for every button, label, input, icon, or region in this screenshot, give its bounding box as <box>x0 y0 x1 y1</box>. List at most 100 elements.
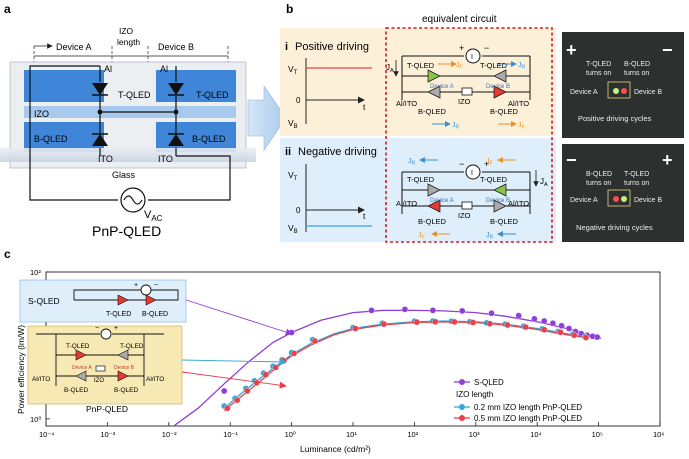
svg-text:B-QLED: B-QLED <box>114 387 139 394</box>
series-point-2 <box>571 332 578 339</box>
legend-sqled: S-QLED <box>474 378 504 387</box>
series-point-0 <box>558 322 565 329</box>
inset-bqled-b-icon <box>117 370 129 382</box>
series-point-0 <box>488 310 495 317</box>
zero-label-neg: 0 <box>296 206 301 215</box>
x-tick-label: 10⁵ <box>592 430 603 439</box>
series-point-2 <box>253 379 260 386</box>
x-tick-label: 10² <box>407 430 418 439</box>
bqled-left-label: B-QLED <box>34 134 68 144</box>
svg-text:Device B: Device B <box>486 84 510 90</box>
bqled-layer-a <box>24 122 104 152</box>
svg-text:−: − <box>95 325 99 332</box>
vt-label: VT <box>288 64 298 76</box>
series-point-0 <box>594 333 601 341</box>
series-point-2 <box>290 350 298 357</box>
legend-marker-sqled <box>459 379 465 385</box>
izo-layer-label: IZO <box>34 109 49 119</box>
series-point-0 <box>368 307 375 314</box>
series-point-2 <box>504 321 511 329</box>
svg-text:Positive driving cycles: Positive driving cycles <box>578 114 652 123</box>
svg-text:JR: JR <box>486 232 494 241</box>
series-point-0 <box>429 307 437 314</box>
bqled-b-off-icon <box>493 199 507 213</box>
svg-text:T-QLED: T-QLED <box>66 343 90 350</box>
svg-text:B-QLED: B-QLED <box>418 107 447 116</box>
photo-negative: − + B-QLED turns on T-QLED turns on Devi… <box>562 144 684 242</box>
inset-pnp-source-icon <box>100 328 112 340</box>
y-axis-label: Power efficiency (lm/W) <box>16 325 26 414</box>
positive-waveform: VT 0 t VB <box>288 58 372 130</box>
device-a-label: Device A <box>56 42 92 52</box>
series-line-0 <box>173 309 602 427</box>
svg-text:Al/ITO: Al/ITO <box>396 99 417 108</box>
svg-text:+: + <box>459 43 464 53</box>
t-label: t <box>363 102 366 112</box>
positive-driving-box <box>280 28 556 136</box>
ito-left: ITO <box>98 154 113 164</box>
series-point-2 <box>432 318 439 325</box>
svg-text:Device B: Device B <box>486 198 510 204</box>
svg-text:I: I <box>471 54 473 61</box>
svg-text:Device B: Device B <box>114 365 135 371</box>
series-point-0 <box>541 317 548 325</box>
y-tick-label: 10⁰ <box>30 415 41 424</box>
vb-label-neg: VB <box>288 223 298 235</box>
izo-resistor-icon-neg <box>461 201 473 210</box>
glass-layer <box>0 148 256 162</box>
panel-a-wiring <box>29 65 231 201</box>
legend-marker-02 <box>459 404 465 410</box>
inset-tqled-a-icon <box>75 349 87 361</box>
svg-text:JR: JR <box>408 158 416 167</box>
svg-text:B-QLED: B-QLED <box>64 387 89 394</box>
al-right: Al <box>160 64 168 74</box>
svg-text:B-QLED: B-QLED <box>418 217 447 226</box>
svg-text:T-QLED: T-QLED <box>480 175 508 184</box>
svg-text:B-QLED: B-QLED <box>586 171 612 178</box>
svg-text:Device A: Device A <box>430 84 454 90</box>
legend-title: IZO length <box>456 390 493 399</box>
svg-text:+: + <box>134 282 138 289</box>
series-point-2 <box>557 329 564 336</box>
panel-b-letter: b <box>286 2 293 16</box>
svg-text:T-QLED: T-QLED <box>586 61 611 68</box>
photo-positive: + − T-QLED turns on B-QLED turns on Devi… <box>562 32 684 138</box>
series-point-2 <box>451 318 458 326</box>
tqled-b-on-icon <box>493 183 507 197</box>
x-tick-label: 10⁰ <box>285 430 296 439</box>
svg-text:+: + <box>662 150 673 170</box>
chart-series <box>173 306 602 427</box>
izo-resistor-icon <box>461 87 473 96</box>
series-point-2 <box>224 405 231 412</box>
x-tick-label: 10⁻³ <box>100 430 115 439</box>
bqled-glow-icon-neg <box>613 196 619 202</box>
x-tick-label: 10³ <box>469 430 480 439</box>
pointer-05 <box>181 371 287 389</box>
svg-text:Device A: Device A <box>570 197 598 204</box>
panel-a-diodes <box>92 83 184 146</box>
svg-text:IZO: IZO <box>94 378 104 384</box>
series-point-0 <box>515 312 522 319</box>
svg-text:B-QLED: B-QLED <box>490 107 519 116</box>
svg-text:Device B: Device B <box>634 197 662 204</box>
tqled-left-label: T-QLED <box>118 90 151 100</box>
svg-text:T-QLED: T-QLED <box>106 311 131 318</box>
series-line-1 <box>223 320 590 409</box>
equivalent-circuit-frame <box>385 27 553 243</box>
svg-text:Al/ITO: Al/ITO <box>508 99 529 108</box>
vac-label: VAC <box>144 209 163 223</box>
inset-bqled-a-icon <box>75 370 87 382</box>
svg-text:JF: JF <box>418 232 425 241</box>
series-point-0 <box>531 315 538 323</box>
svg-text:T-QLED: T-QLED <box>407 61 435 70</box>
inset-izo-icon <box>95 365 106 372</box>
zero-label: 0 <box>296 96 301 105</box>
vb-label: VB <box>288 118 298 130</box>
svg-text:T-QLED: T-QLED <box>407 175 435 184</box>
svg-text:Device B: Device B <box>634 89 662 96</box>
bqled-b-on-icon <box>493 85 507 99</box>
svg-text:IZO: IZO <box>458 211 471 220</box>
glass-label: Glass <box>112 170 136 180</box>
svg-text:turns on: turns on <box>586 180 611 187</box>
inset-source-icon <box>140 284 152 296</box>
